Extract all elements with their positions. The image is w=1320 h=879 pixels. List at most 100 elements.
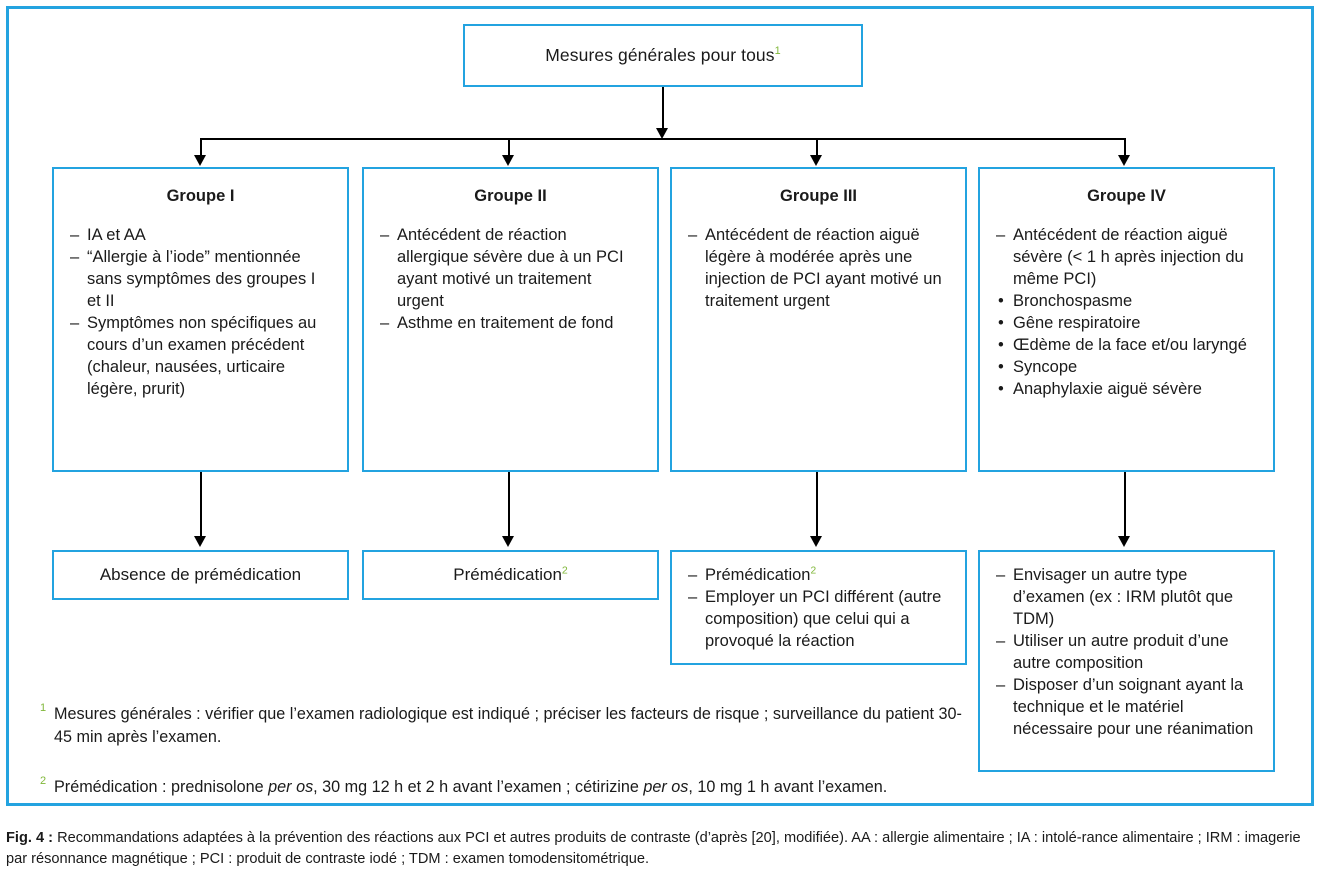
action-box-2-superscript: 2 xyxy=(561,564,568,577)
group-heading: Groupe III xyxy=(779,187,857,205)
list-item: –Asthme en traitement de fond xyxy=(380,313,641,335)
list-item-text: Employer un PCI différent (autre composi… xyxy=(705,587,942,650)
group-heading: Groupe IV xyxy=(1087,187,1166,205)
list-item: –“Allergie à l’iode” mentionnée sans sym… xyxy=(70,247,331,313)
dash-marker: – xyxy=(996,631,1006,650)
connector-group1-to-action1 xyxy=(200,472,202,538)
dash-marker: – xyxy=(688,226,698,244)
bullet-marker: • xyxy=(998,335,1004,354)
group-box-1: Groupe I –IA et AA –“Allergie à l’iode” … xyxy=(52,167,349,472)
list-item: –Utiliser un autre produit d’une autre c… xyxy=(996,631,1259,675)
action-box-4: –Envisager un autre type d’examen (ex : … xyxy=(978,550,1275,772)
group-box-2: Groupe II –Antécédent de réaction allerg… xyxy=(362,167,659,472)
bullet-marker: • xyxy=(998,357,1004,376)
list-item: –Envisager un autre type d’examen (ex : … xyxy=(996,565,1259,631)
list-item-text: “Allergie à l’iode” mentionnée sans symp… xyxy=(87,247,316,310)
bullet-marker: • xyxy=(998,291,1004,310)
connector-branch-1-arrowhead xyxy=(194,155,206,166)
action-box-3: –Prémédication2 –Employer un PCI différe… xyxy=(670,550,967,665)
connector-branch-2 xyxy=(508,138,510,160)
list-item-text: Syncope xyxy=(1013,357,1078,376)
footnote-2-italic-2: per os xyxy=(643,778,689,796)
caption-text: Recommandations adaptées à la prévention… xyxy=(6,830,1301,868)
list-item-text: Prémédication xyxy=(705,566,811,584)
list-item-text: Utiliser un autre produit d’une autre co… xyxy=(1013,631,1229,672)
list-item-text: Symptômes non spécifiques au cours d’un … xyxy=(87,313,317,398)
list-item-text: Envisager un autre type d’examen (ex : I… xyxy=(1013,566,1234,628)
dash-marker: – xyxy=(996,675,1006,694)
list-item: • Bronchospasme xyxy=(996,291,1257,313)
action-box-2: Prémédication2 xyxy=(362,550,659,600)
bullet-marker: • xyxy=(998,313,1004,332)
connector-branch-3-arrowhead xyxy=(810,155,822,166)
list-item-text: Antécédent de réaction allergique sévère… xyxy=(397,226,624,310)
dash-marker: – xyxy=(996,226,1006,244)
group-item-list: –Antécédent de réaction aiguë légère à m… xyxy=(688,225,949,313)
connector-top-vertical xyxy=(662,87,664,135)
list-item-text: Antécédent de réaction aiguë sévère (< 1… xyxy=(1013,226,1244,288)
list-item: • Gêne respiratoire xyxy=(996,313,1257,335)
group-box-3: Groupe III –Antécédent de réaction aiguë… xyxy=(670,167,967,472)
footnote-2-text-pre: Prémédication : prednisolone xyxy=(54,778,269,796)
list-item: –Employer un PCI différent (autre compos… xyxy=(688,587,951,653)
list-item-text: Asthme en traitement de fond xyxy=(397,313,614,332)
list-item-text: Anaphylaxie aiguë sévère xyxy=(1013,379,1202,398)
list-item-text: Gêne respiratoire xyxy=(1013,313,1141,332)
list-item-text: Disposer d’un soignant ayant la techniqu… xyxy=(1013,675,1254,738)
bullet-marker: • xyxy=(998,379,1004,398)
connector-branch-2-arrowhead xyxy=(502,155,514,166)
footnote-2: 2 Prémédication : prednisolone per os, 30… xyxy=(40,776,975,799)
connector-group4-to-action4 xyxy=(1124,472,1126,538)
connector-group1-arrowhead xyxy=(194,536,206,547)
footnote-1-marker: 1 xyxy=(40,702,47,714)
action-box-2-label: Prémédication2 xyxy=(453,564,568,584)
dash-marker: – xyxy=(70,313,80,332)
footnote-2-text-mid: , 30 mg 12 h et 2 h avant l’examen ; cét… xyxy=(313,778,644,796)
connector-group2-to-action2 xyxy=(508,472,510,538)
list-item-text: Bronchospasme xyxy=(1013,291,1133,310)
list-item-text: Œdème de la face et/ou laryngé xyxy=(1013,335,1247,354)
connector-distribution-bar xyxy=(200,138,1126,140)
node-mesures-generales: Mesures générales pour tous1 xyxy=(463,24,863,87)
connector-group3-to-action3 xyxy=(816,472,818,538)
group-heading: Groupe II xyxy=(474,187,547,205)
figure-caption: Fig. 4 : Recommandations adaptées à la p… xyxy=(6,828,1314,871)
connector-group2-arrowhead xyxy=(502,536,514,547)
list-item: –Antécédent de réaction aiguë légère à m… xyxy=(688,225,949,313)
top-node-superscript: 1 xyxy=(774,45,781,58)
connector-top-arrowhead xyxy=(656,128,668,139)
list-item: –Antécédent de réaction aiguë sévère (< … xyxy=(996,225,1257,291)
list-item-superscript: 2 xyxy=(810,565,817,577)
list-item: –IA et AA xyxy=(70,225,331,247)
group-heading: Groupe I xyxy=(166,187,235,205)
group-box-4: Groupe IV –Antécédent de réaction aiguë … xyxy=(978,167,1275,472)
group-item-list: –Antécédent de réaction aiguë sévère (< … xyxy=(996,225,1257,401)
top-node-label: Mesures générales pour tous1 xyxy=(545,45,781,65)
dash-marker: – xyxy=(70,247,80,266)
connector-branch-4 xyxy=(1124,138,1126,160)
action-box-1-label: Absence de prémédication xyxy=(99,565,302,584)
action-item-list: –Prémédication2 –Employer un PCI différe… xyxy=(688,565,951,653)
list-item: • Anaphylaxie aiguë sévère xyxy=(996,379,1257,401)
footnote-2-text-post: , 10 mg 1 h avant l’examen. xyxy=(688,778,888,796)
list-item: –Antécédent de réaction allergique sévèr… xyxy=(380,225,641,313)
list-item: –Symptômes non spécifiques au cours d’un… xyxy=(70,313,331,401)
list-item-text: IA et AA xyxy=(87,226,146,244)
group-item-list: –IA et AA –“Allergie à l’iode” mentionné… xyxy=(70,225,331,401)
footnote-2-marker: 2 xyxy=(40,775,47,787)
dash-marker: – xyxy=(688,587,698,606)
connector-branch-1 xyxy=(200,138,202,160)
connector-group3-arrowhead xyxy=(810,536,822,547)
connector-branch-3 xyxy=(816,138,818,160)
action-box-1: Absence de prémédication xyxy=(52,550,349,600)
connector-group4-arrowhead xyxy=(1118,536,1130,547)
list-item: –Disposer d’un soignant ayant la techniq… xyxy=(996,675,1259,741)
dash-marker: – xyxy=(688,566,698,584)
dash-marker: – xyxy=(380,313,390,332)
group-item-list: –Antécédent de réaction allergique sévèr… xyxy=(380,225,641,335)
list-item: –Prémédication2 xyxy=(688,565,951,587)
list-item-text: Antécédent de réaction aiguë légère à mo… xyxy=(705,226,942,310)
list-item: • Œdème de la face et/ou laryngé xyxy=(996,335,1257,357)
